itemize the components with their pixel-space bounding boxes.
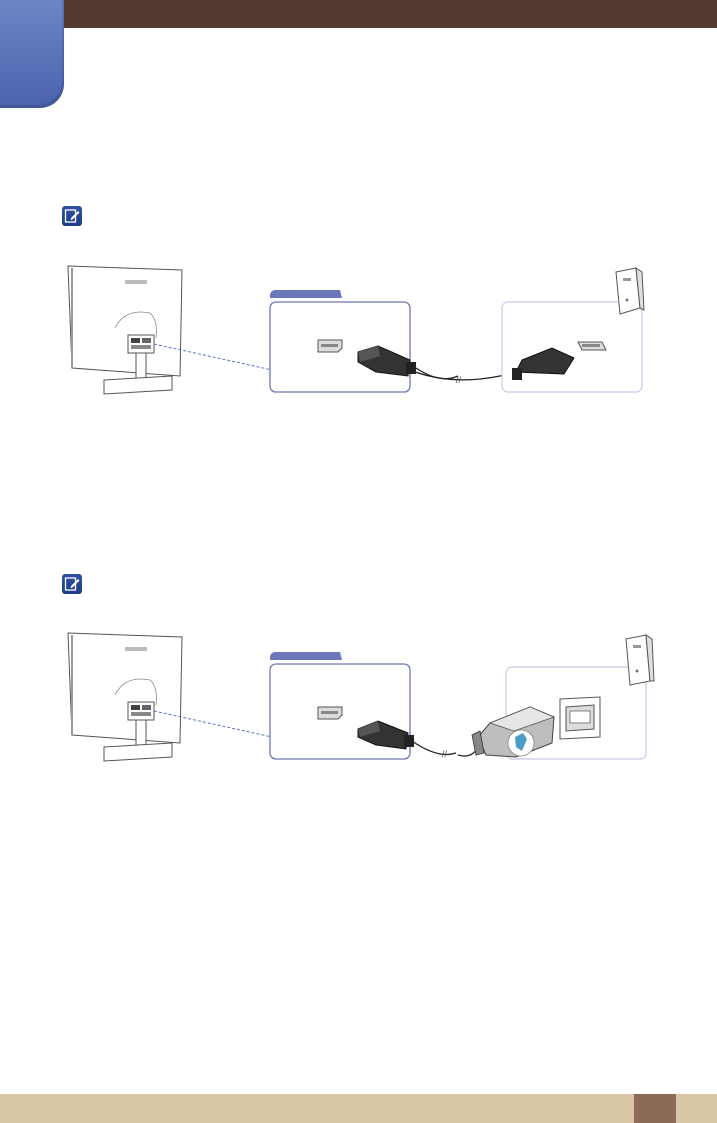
- footer-bar: [0, 1094, 717, 1123]
- page-number-box: [634, 1094, 676, 1123]
- displayport-port-icon: [317, 706, 343, 720]
- svg-text://: //: [456, 375, 462, 385]
- connection-diagram-dvi: //: [60, 625, 660, 770]
- monitor-port-callout: [269, 290, 459, 393]
- chapter-tab-shade: [0, 0, 64, 108]
- displayport-plug-icon: [357, 345, 416, 377]
- dvi-adapter-icon: [471, 706, 556, 758]
- note-icon: [62, 206, 82, 226]
- displayport-plug-icon: [357, 720, 414, 750]
- note-icon: [62, 574, 82, 594]
- pc-port-callout: [471, 666, 647, 760]
- displayport-plug-icon: [512, 347, 575, 380]
- pc-tower-icon: [625, 634, 655, 686]
- chapter-tab: [0, 0, 64, 108]
- svg-text://: //: [442, 749, 448, 759]
- displayport-port-icon: [577, 341, 607, 351]
- dvi-port-icon: [559, 696, 601, 740]
- connection-diagram-displayport: //: [60, 258, 660, 403]
- monitor-back-icon: [67, 632, 183, 762]
- displayport-port-icon: [317, 339, 343, 353]
- pc-tower-icon: [615, 266, 645, 315]
- monitor-port-callout: [269, 652, 414, 760]
- header-bar: [0, 0, 717, 28]
- monitor-back-icon: [67, 265, 183, 395]
- pc-port-callout: [501, 301, 643, 393]
